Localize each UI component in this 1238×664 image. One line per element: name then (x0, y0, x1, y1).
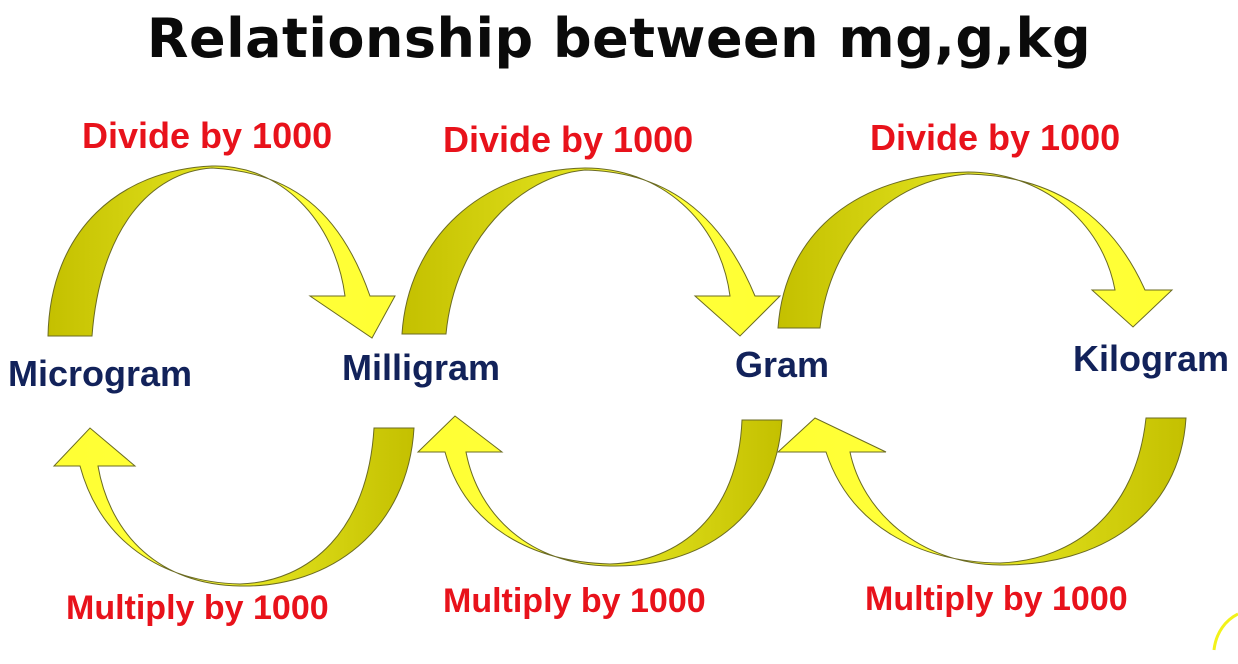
divide-label-3: Divide by 1000 (870, 117, 1120, 158)
multiply-arrow-kilogram-to-gram (776, 417, 1187, 566)
divide-arrow-microgram-to-milligram (47, 165, 396, 339)
corner-decoration-curve (1212, 612, 1238, 651)
unit-microgram: Microgram (8, 353, 192, 394)
divide-arrow-gram-to-kilogram (777, 171, 1174, 329)
divide-arrow-milligram-to-gram (401, 167, 782, 337)
unit-kilogram: Kilogram (1073, 338, 1229, 379)
multiply-arrow-milligram-to-microgram (52, 427, 415, 587)
multiply-label-1: Multiply by 1000 (66, 589, 329, 627)
divide-label-1: Divide by 1000 (82, 115, 332, 156)
divide-label-2: Divide by 1000 (443, 119, 693, 160)
page-title: Relationship between mg,g,kg (146, 7, 1092, 70)
multiply-arrow-gram-to-milligram (416, 415, 783, 567)
unit-gram: Gram (735, 344, 829, 385)
unit-milligram: Milligram (342, 347, 500, 388)
multiply-label-2: Multiply by 1000 (443, 582, 706, 620)
multiply-label-3: Multiply by 1000 (865, 580, 1128, 618)
